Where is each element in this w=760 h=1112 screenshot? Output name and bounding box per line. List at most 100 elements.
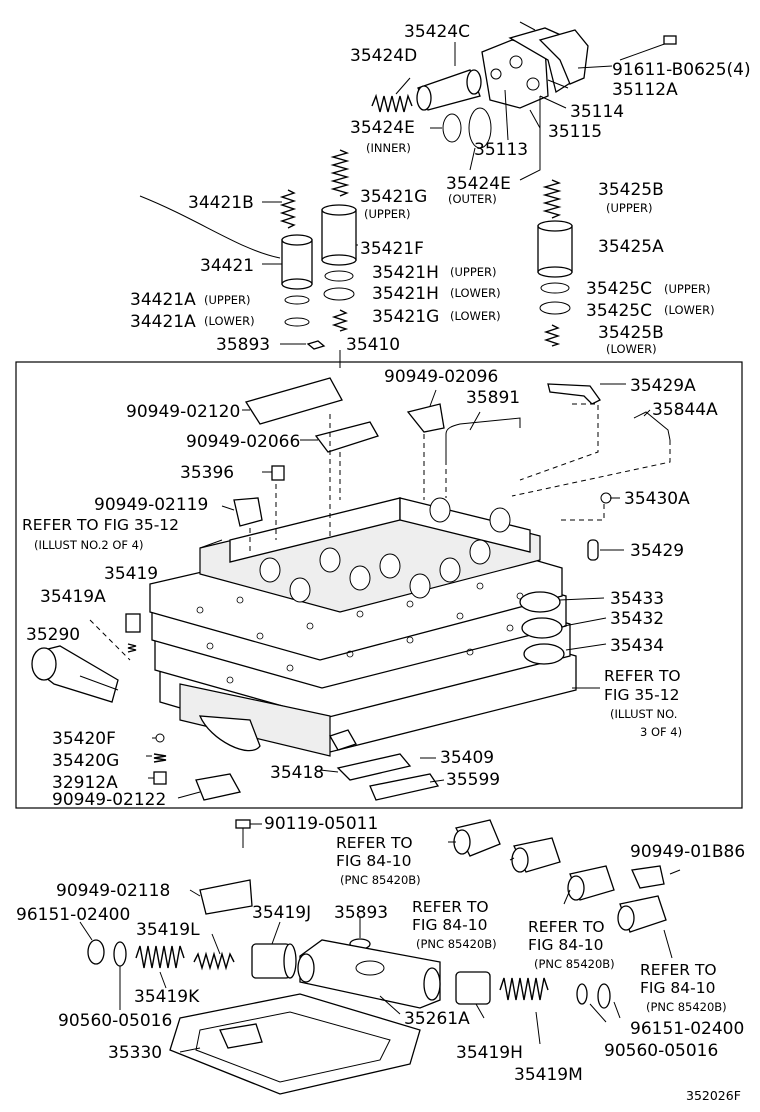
reference-line: REFER TO xyxy=(412,898,489,916)
part-label: 34421A xyxy=(130,312,196,332)
bottom-leader-lines xyxy=(79,841,681,1053)
part-label: 35421H xyxy=(372,284,439,304)
part-label: 35261A xyxy=(404,1009,470,1029)
part-label: 35419L xyxy=(136,920,200,940)
part-label: 35429 xyxy=(630,541,684,561)
part-label: 35599 xyxy=(446,770,500,790)
accumulator-cover-assembly xyxy=(371,21,677,181)
reference-line: (ILLUST NO.2 OF 4) xyxy=(34,538,143,552)
reference-line: (PNC 85420B) xyxy=(534,957,615,971)
part-label: 35433 xyxy=(610,589,664,609)
part-label: 35330 xyxy=(108,1043,162,1063)
part-label: 34421A xyxy=(130,290,196,310)
part-label: 90949-01B86 xyxy=(630,842,745,862)
part-label: 35421F xyxy=(360,239,424,259)
part-label: 35893 xyxy=(216,335,270,355)
reference-line: FIG 84-10 xyxy=(528,936,603,954)
fig-84-10-reference-a: REFER TO FIG 84-10 (PNC 85420B) xyxy=(336,834,421,887)
part-label: 35419J xyxy=(252,903,311,923)
part-label: 35844A xyxy=(652,400,718,420)
fig-35-12-reference-a: REFER TO FIG 35-12 (ILLUST NO.2 OF 4) xyxy=(22,516,179,552)
part-label: 96151-02400 xyxy=(630,1019,744,1039)
part-label: 35424D xyxy=(350,46,417,66)
note: (UPPER) xyxy=(606,201,653,215)
fig-84-10-reference-d: REFER TO FIG 84-10 (PNC 85420B) xyxy=(640,961,727,1014)
reference-line: FIG 35-12 xyxy=(604,686,679,704)
note: (INNER) xyxy=(366,141,411,155)
part-label: 35418 xyxy=(270,763,324,783)
valve-body-small-parts xyxy=(31,377,671,801)
note: (LOWER) xyxy=(664,303,715,317)
fig-35-12-reference-b: REFER TO FIG 35-12 (ILLUST NO. 3 OF 4) xyxy=(604,667,682,739)
part-label: 35425A xyxy=(598,237,664,257)
part-label: 35429A xyxy=(630,376,696,396)
part-label: 35421G xyxy=(360,187,427,207)
part-label: 35290 xyxy=(26,625,80,645)
main-assembly-frame xyxy=(15,361,743,809)
note: (UPPER) xyxy=(204,293,251,307)
part-label: 35424E xyxy=(350,118,415,138)
part-label: 35419H xyxy=(456,1043,523,1063)
part-label: 35396 xyxy=(180,463,234,483)
bottom-parts xyxy=(87,819,667,1095)
part-label: 35115 xyxy=(548,122,602,142)
part-label: 35425C xyxy=(586,301,652,321)
reference-line: REFER TO xyxy=(528,918,605,936)
part-label: 35419 xyxy=(104,564,158,584)
note: (UPPER) xyxy=(364,207,411,221)
dashed-assembly-lines xyxy=(89,403,671,661)
part-label: 90949-02118 xyxy=(56,881,170,901)
part-label: 35419M xyxy=(514,1065,583,1085)
part-label: 35420F xyxy=(52,729,116,749)
right-valve-stack xyxy=(537,179,573,347)
part-label: 35421H xyxy=(372,263,439,283)
note: (LOWER) xyxy=(450,286,501,300)
part-label: 35893 xyxy=(334,903,388,923)
note: (UPPER) xyxy=(450,265,497,279)
part-label: 90560-05016 xyxy=(58,1011,172,1031)
note: (OUTER) xyxy=(448,192,497,206)
part-label: 35419K xyxy=(134,987,200,1007)
part-label: 35425B xyxy=(598,180,664,200)
part-label: 35424C xyxy=(404,22,470,42)
reference-line: FIG 84-10 xyxy=(336,852,411,870)
part-label: 35425C xyxy=(586,279,652,299)
part-label: 35891 xyxy=(466,388,520,408)
reference-line: REFER TO xyxy=(604,667,681,685)
part-label: 35112A xyxy=(612,80,678,100)
reference-line: 3 OF 4) xyxy=(640,725,682,739)
part-label: 35424E xyxy=(446,174,511,194)
left-valve-stack xyxy=(139,189,313,327)
part-label: 90949-02066 xyxy=(186,432,300,452)
reference-line: (PNC 85420B) xyxy=(646,1000,727,1014)
part-labels: 35424C 35424D 91611-B0625(4) 35112A 3511… xyxy=(16,22,751,1085)
reference-line: (PNC 85420B) xyxy=(340,873,421,887)
part-label: 35421G xyxy=(372,307,439,327)
position-notes: (INNER) (OUTER) (UPPER) (UPPER) (UPPER) … xyxy=(204,141,715,356)
part-label: 96151-02400 xyxy=(16,905,130,925)
part-label: 35432 xyxy=(610,609,664,629)
valve-body-assembly xyxy=(149,497,577,757)
part-label: 35420G xyxy=(52,751,119,771)
reference-line: (ILLUST NO. xyxy=(610,707,677,721)
note: (LOWER) xyxy=(204,314,255,328)
part-label: 35434 xyxy=(610,636,664,656)
note: (LOWER) xyxy=(606,342,657,356)
part-label: 35410 xyxy=(346,335,400,355)
part-label: 35419A xyxy=(40,587,106,607)
reference-line: FIG 84-10 xyxy=(640,979,715,997)
part-label: 35430A xyxy=(624,489,690,509)
part-label: 90560-05016 xyxy=(604,1041,718,1061)
reference-line: REFER TO xyxy=(640,961,717,979)
part-label: 91611-B0625(4) xyxy=(612,60,751,80)
part-label: 34421B xyxy=(188,193,254,213)
reference-line: FIG 84-10 xyxy=(412,916,487,934)
reference-line: REFER TO xyxy=(336,834,413,852)
part-label: 32912A xyxy=(52,773,118,793)
reference-line: (PNC 85420B) xyxy=(416,937,497,951)
part-label: 35425B xyxy=(598,323,664,343)
reference-line: REFER TO FIG 35-12 xyxy=(22,516,179,534)
fig-84-10-reference-b: REFER TO FIG 84-10 (PNC 85420B) xyxy=(412,898,497,951)
part-label: 90949-02119 xyxy=(94,495,208,515)
